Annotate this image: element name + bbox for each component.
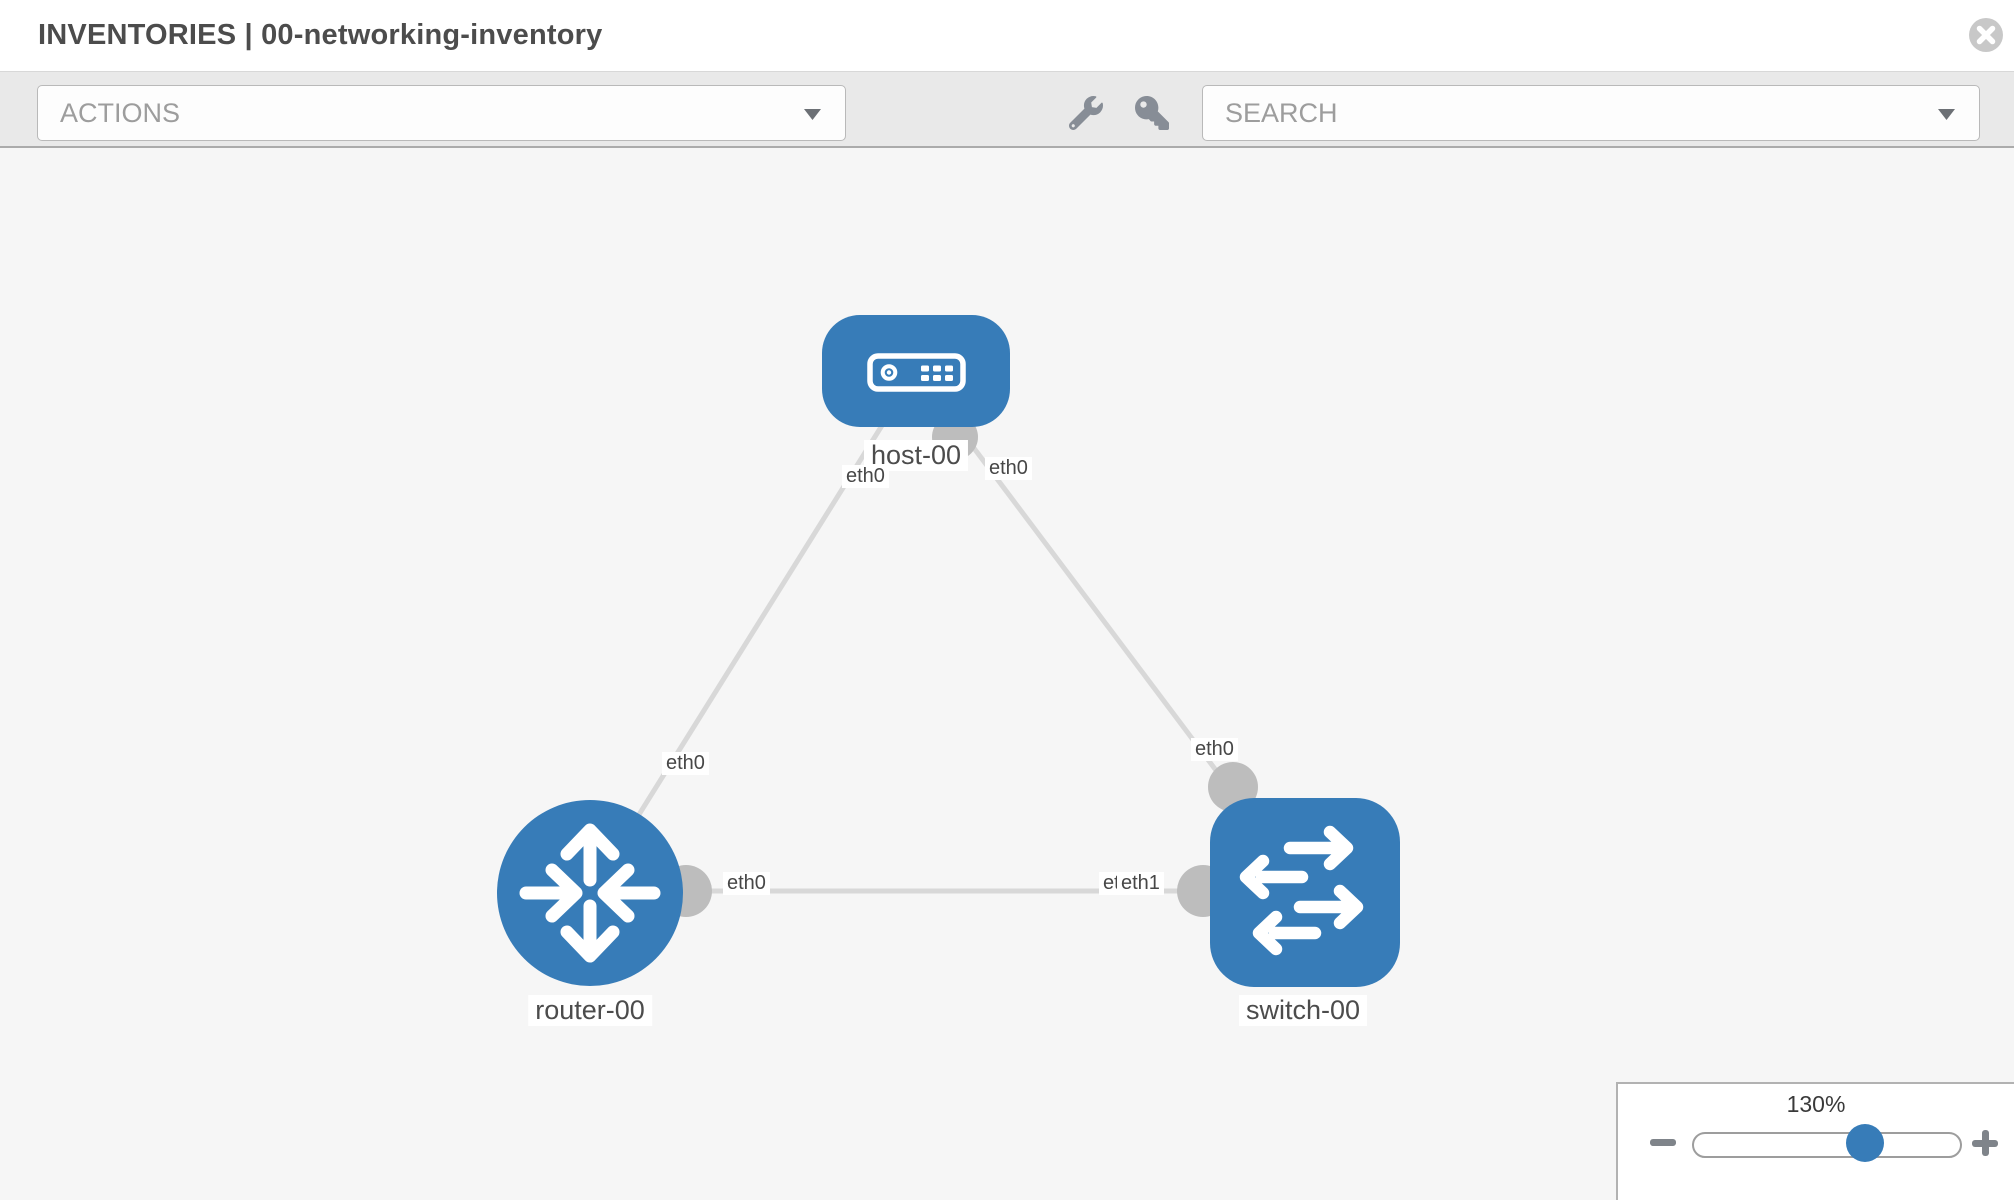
node-router[interactable]	[497, 800, 683, 986]
interface-label: eth0	[723, 872, 770, 895]
link-host-router[interactable]	[587, 369, 919, 895]
close-button[interactable]	[1968, 17, 2004, 53]
page-title: INVENTORIES | 00-networking-inventory	[38, 19, 603, 51]
zoom-in-button[interactable]	[1972, 1130, 1998, 1156]
host-icon	[867, 353, 966, 392]
interface-label: eth0	[662, 752, 709, 775]
node-switch[interactable]	[1210, 798, 1400, 987]
minus-icon	[1650, 1139, 1676, 1146]
key-icon	[1135, 95, 1169, 130]
close-icon	[1969, 18, 2003, 52]
toolbar: ACTIONS SEARCH	[0, 72, 2014, 148]
switch-icon	[1239, 825, 1364, 956]
zoom-level: 130%	[1786, 1091, 1846, 1117]
node-label-router: router-00	[528, 995, 652, 1026]
caret-down-icon	[804, 109, 821, 120]
search-dropdown[interactable]: SEARCH	[1202, 85, 1980, 141]
configure-button[interactable]	[1066, 94, 1106, 134]
zoom-slider	[1618, 1122, 2014, 1180]
topology-graph	[497, 315, 1400, 987]
wrench-icon	[1068, 95, 1103, 130]
interface-label: eth0	[985, 457, 1032, 480]
node-label-switch: switch-00	[1238, 995, 1368, 1026]
node-label-host: host-00	[863, 440, 969, 471]
actions-dropdown-label: ACTIONS	[60, 97, 181, 128]
header: INVENTORIES | 00-networking-inventory	[0, 0, 2014, 72]
router-icon	[519, 823, 661, 963]
interface-label: eth1	[1117, 872, 1164, 895]
topology-canvas[interactable]: host-00 router-00 switch-00 eth0 eth0 et…	[0, 148, 2014, 1200]
zoom-slider-track[interactable]	[1692, 1124, 1962, 1162]
zoom-panel: 130%	[1616, 1082, 2014, 1200]
interface-label: eth0	[1191, 738, 1238, 761]
node-host[interactable]	[822, 315, 1010, 427]
zoom-slider-thumb[interactable]	[1846, 1124, 1884, 1162]
credentials-button[interactable]	[1132, 94, 1172, 134]
search-placeholder: SEARCH	[1225, 97, 1338, 128]
interface-label: eth0	[842, 465, 889, 488]
caret-down-icon	[1938, 109, 1955, 120]
zoom-out-button[interactable]	[1650, 1139, 1676, 1147]
actions-dropdown[interactable]: ACTIONS	[37, 85, 846, 141]
